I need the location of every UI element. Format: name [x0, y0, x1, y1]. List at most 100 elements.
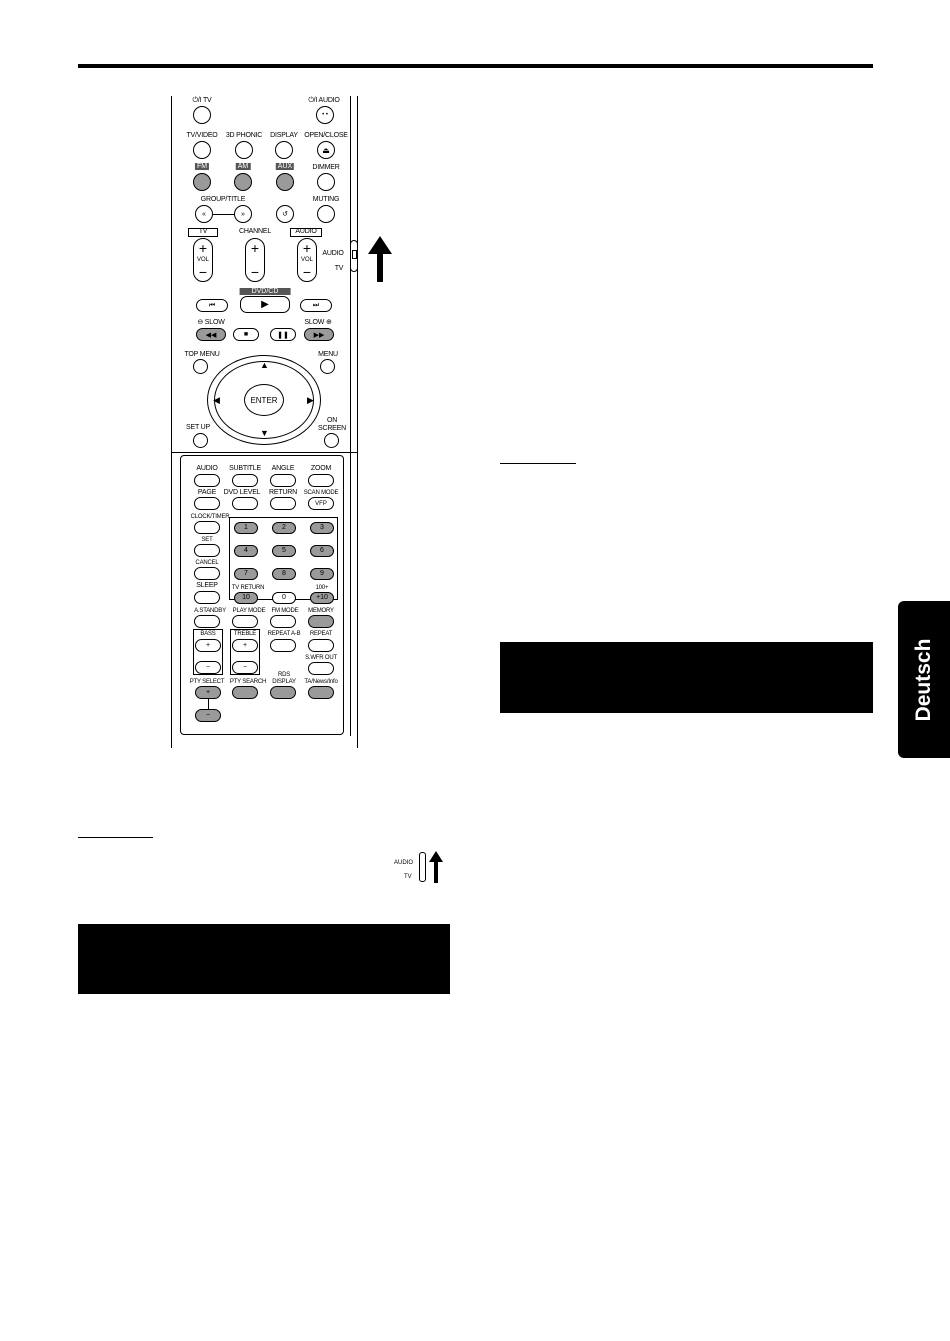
number-0-button[interactable]: 0: [272, 592, 296, 604]
top-menu-button[interactable]: [193, 359, 208, 374]
arrow-down-icon[interactable]: ▼: [260, 428, 269, 438]
treble-plus-button[interactable]: +: [232, 639, 258, 652]
sleep-button[interactable]: [194, 591, 220, 604]
repeat-button[interactable]: [308, 639, 334, 652]
cursor-pad[interactable]: [207, 355, 321, 445]
repeat-ab-button[interactable]: [270, 639, 296, 652]
cursor-pad-inner: [214, 361, 314, 439]
dvd-level-label: DVD LEVEL: [223, 489, 261, 496]
group-title-label: GROUP/TITLE: [200, 196, 246, 203]
eject-icon: ⏏: [322, 145, 330, 155]
menu-button[interactable]: [320, 359, 335, 374]
number-2-button[interactable]: 2: [272, 522, 296, 534]
channel-rocker[interactable]: + −: [245, 238, 265, 282]
enter-button[interactable]: ENTER: [244, 384, 284, 416]
up-arrow-icon: [368, 236, 392, 282]
swfr-out-button[interactable]: [308, 662, 334, 675]
3d-phonic-label: 3D PHONIC: [225, 132, 263, 139]
pty-select-minus-button[interactable]: −: [195, 709, 221, 722]
fast-forward-button[interactable]: ▶▶: [304, 328, 334, 341]
treble-label: TREBLE: [233, 631, 257, 637]
plus-icon: +: [205, 642, 211, 649]
number-8-button[interactable]: 8: [272, 568, 296, 580]
number-1-button[interactable]: 1: [234, 522, 258, 534]
treble-frame: [230, 629, 260, 675]
minus-icon: −: [198, 264, 208, 280]
page-button[interactable]: [194, 497, 220, 510]
plus-icon: +: [205, 689, 211, 696]
subtitle-button[interactable]: [232, 474, 258, 487]
plus-icon: +: [198, 240, 208, 256]
audio-power-button[interactable]: • •: [316, 106, 334, 124]
skip-forward-button[interactable]: ⏭: [300, 299, 332, 312]
bass-minus-button[interactable]: −: [195, 661, 221, 674]
audio-tv-slide-switch[interactable]: [350, 240, 358, 272]
dimmer-button[interactable]: [317, 173, 335, 191]
arrow-right-icon[interactable]: ▶: [307, 395, 314, 405]
group-next-button[interactable]: »: [234, 205, 252, 223]
on-screen-button[interactable]: [324, 433, 339, 448]
repeat-label: REPEAT: [309, 631, 333, 637]
tv-power-button[interactable]: [193, 106, 211, 124]
fm-button[interactable]: [193, 173, 211, 191]
pause-button[interactable]: ❚❚: [270, 328, 296, 341]
channel-label: CHANNEL: [238, 228, 272, 235]
clock-timer-button[interactable]: [194, 521, 220, 534]
angle-button[interactable]: [270, 474, 296, 487]
tv-video-button[interactable]: [193, 141, 211, 159]
arrow-left-icon[interactable]: ◀: [213, 395, 220, 405]
3d-phonic-button[interactable]: [235, 141, 253, 159]
back-button[interactable]: ↺: [276, 205, 294, 223]
stop-button[interactable]: ■: [233, 328, 259, 341]
number-9-button[interactable]: 9: [310, 568, 334, 580]
set-up-button[interactable]: [193, 433, 208, 448]
pty-select-label: PTY SELECT: [189, 679, 225, 685]
ta-news-button[interactable]: [308, 686, 334, 699]
audio-volume-rocker[interactable]: + VOL −: [297, 238, 317, 282]
aux-button[interactable]: [276, 173, 294, 191]
play-mode-button[interactable]: [232, 615, 258, 628]
open-close-button[interactable]: ⏏: [317, 141, 335, 159]
remote-left-edge: [171, 96, 172, 748]
cancel-button[interactable]: [194, 567, 220, 580]
audio-vol-label: AUDIO: [295, 228, 317, 235]
pty-select-plus-button[interactable]: +: [195, 686, 221, 699]
tv-volume-rocker[interactable]: + VOL −: [193, 238, 213, 282]
muting-button[interactable]: [317, 205, 335, 223]
play-button[interactable]: ▶: [240, 296, 290, 313]
number-plus10-button[interactable]: +10: [310, 592, 334, 604]
vfp-button[interactable]: VFP: [308, 497, 334, 510]
dvd-level-button[interactable]: [232, 497, 258, 510]
tv-vol-text: VOL: [196, 257, 210, 263]
skip-back-button[interactable]: ⏮: [196, 299, 228, 312]
am-button[interactable]: [234, 173, 252, 191]
number-4-button[interactable]: 4: [234, 545, 258, 557]
number-3-button[interactable]: 3: [310, 522, 334, 534]
switch-tv-label: TV: [334, 265, 344, 272]
swfr-out-label: S.WFR OUT: [305, 655, 337, 661]
zoom-button[interactable]: [308, 474, 334, 487]
rewind-button[interactable]: ◀◀: [196, 328, 226, 341]
display-button[interactable]: [275, 141, 293, 159]
stop-icon: ■: [243, 331, 249, 338]
audio-button[interactable]: [194, 474, 220, 487]
treble-minus-button[interactable]: −: [232, 661, 258, 674]
a-standby-button[interactable]: [194, 615, 220, 628]
group-prev-button[interactable]: «: [195, 205, 213, 223]
a-standby-label: A.STANDBY: [194, 608, 226, 614]
fm-mode-button[interactable]: [270, 615, 296, 628]
minus-icon: −: [205, 664, 211, 671]
number-7-button[interactable]: 7: [234, 568, 258, 580]
number-6-button[interactable]: 6: [310, 545, 334, 557]
pause-icon: ❚❚: [277, 331, 289, 339]
memory-button[interactable]: [308, 615, 334, 628]
arrow-up-icon[interactable]: ▲: [260, 360, 269, 370]
return-button[interactable]: [270, 497, 296, 510]
set-button[interactable]: [194, 544, 220, 557]
rds-display-button[interactable]: [270, 686, 296, 699]
pty-search-button[interactable]: [232, 686, 258, 699]
bass-plus-button[interactable]: +: [195, 639, 221, 652]
number-5-button[interactable]: 5: [272, 545, 296, 557]
pty-link-line: [208, 699, 209, 709]
number-10-button[interactable]: 10: [234, 592, 258, 604]
